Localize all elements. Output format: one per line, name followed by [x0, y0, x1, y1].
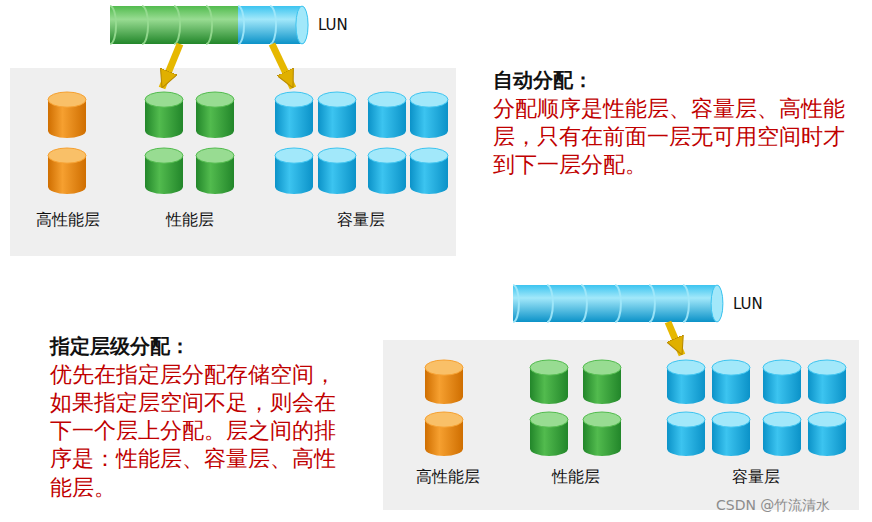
disk-cylinder — [667, 360, 705, 404]
lun-segment — [206, 6, 238, 44]
tier-label: 高性能层 — [416, 467, 480, 486]
storage-tier: 高性能层 — [32, 88, 104, 229]
lun-segment — [547, 285, 581, 322]
disk-cylinder — [275, 148, 313, 194]
disk-cylinder — [318, 148, 356, 194]
disk-cylinder — [48, 92, 86, 138]
disk-cylinder — [808, 360, 846, 404]
tier-label: 性能层 — [552, 467, 600, 486]
disk-cylinder — [712, 360, 750, 404]
storage-tier: 容量层 — [268, 88, 454, 229]
disk-cylinder — [763, 360, 801, 404]
description: 分配顺序是性能层、容量层、高性能层，只有在前面一层无可用空间时才到下一层分配。 — [493, 95, 857, 179]
disk-cylinder — [196, 92, 234, 138]
disk-cylinder — [275, 92, 313, 138]
disk-cylinder — [368, 92, 406, 138]
lun-segment — [238, 6, 270, 44]
storage-tier: 性能层 — [524, 355, 628, 486]
lun-label: LUN — [733, 295, 763, 313]
storage-tier: 容量层 — [660, 355, 852, 486]
lun-segment — [581, 285, 615, 322]
disk-cylinder — [583, 412, 621, 456]
lun-segment — [142, 6, 174, 44]
disk-cylinder — [530, 360, 568, 404]
lun-end-cap — [711, 285, 723, 322]
allocation-arrow — [272, 44, 293, 88]
tier-label: 性能层 — [166, 210, 214, 229]
disk-cylinder — [583, 360, 621, 404]
tier-label: 高性能层 — [36, 210, 100, 229]
lun-segment — [174, 6, 206, 44]
disk-cylinder — [530, 412, 568, 456]
allocation-arrow — [162, 44, 180, 88]
disk-cylinder — [808, 412, 846, 456]
panel — [383, 340, 859, 510]
disk-cylinder — [318, 92, 356, 138]
lun-segment — [513, 285, 547, 322]
disk-cylinder — [410, 92, 448, 138]
disk-cylinder — [712, 412, 750, 456]
lun-label: LUN — [318, 16, 348, 34]
disk-cylinder — [763, 412, 801, 456]
panel — [10, 68, 456, 256]
disk-cylinder — [425, 412, 463, 456]
heading: 指定层级分配： — [50, 333, 190, 360]
lun-segment — [649, 285, 683, 322]
disk-cylinder — [667, 412, 705, 456]
heading: 自动分配： — [493, 67, 593, 94]
allocation-arrow — [668, 322, 682, 355]
storage-tier: 性能层 — [138, 88, 242, 229]
disk-cylinder — [196, 148, 234, 194]
disk-cylinder — [368, 148, 406, 194]
lun-volume: LUN — [513, 285, 719, 322]
storage-tier: 高性能层 — [412, 355, 484, 486]
disk-cylinder — [145, 148, 183, 194]
disk-cylinder — [145, 92, 183, 138]
tier-label: 容量层 — [337, 210, 385, 229]
lun-end-cap — [296, 6, 308, 44]
lun-volume: LUN — [108, 6, 304, 44]
description: 优先在指定层分配存储空间，如果指定层空间不足，则会在下一个层上分配。层之间的排序… — [50, 361, 350, 502]
disk-cylinder — [48, 148, 86, 194]
disk-cylinder — [425, 360, 463, 404]
disk-cylinder — [410, 148, 448, 194]
lun-segment — [110, 6, 142, 44]
tier-label: 容量层 — [732, 467, 780, 486]
watermark: CSDN @竹流清水 — [716, 497, 830, 515]
lun-segment — [615, 285, 649, 322]
